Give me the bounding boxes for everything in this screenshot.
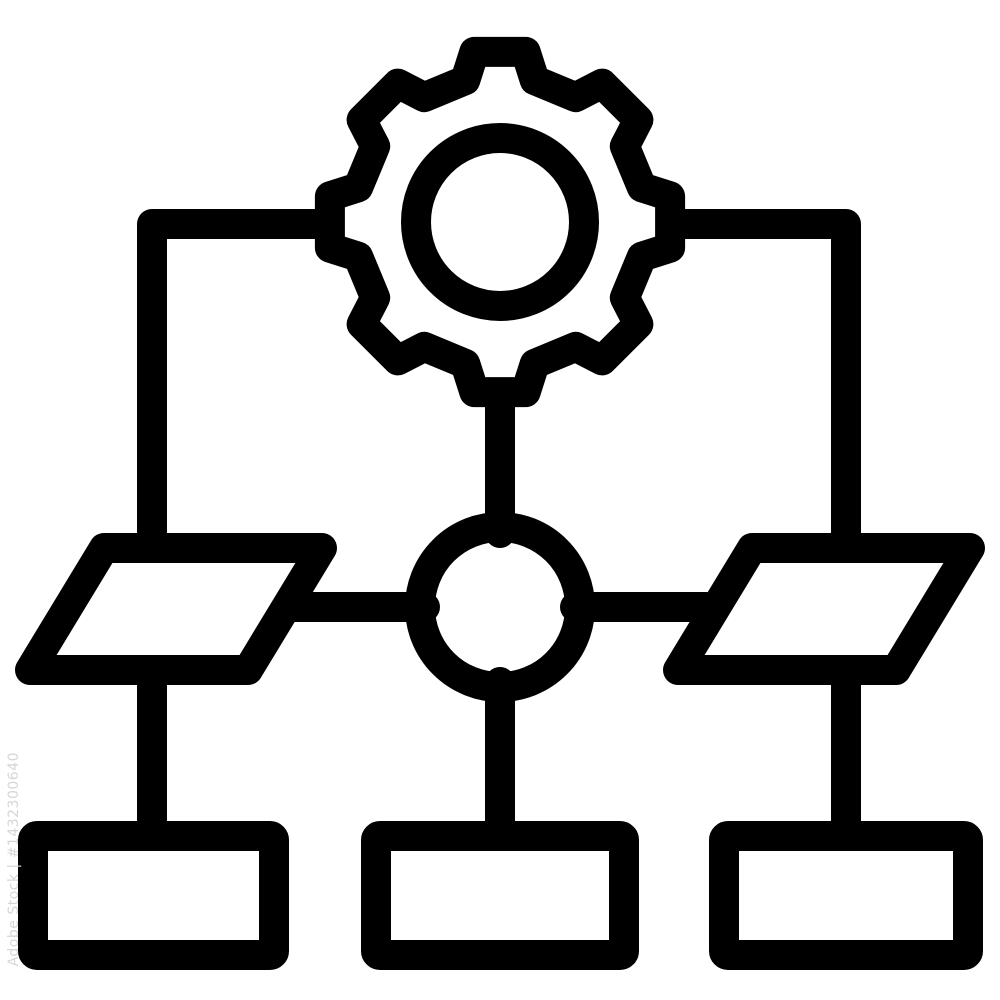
gear-inner-circle	[401, 123, 599, 321]
left-parallelogram	[15, 533, 337, 685]
left-output-box	[18, 821, 289, 970]
right-connector	[663, 209, 861, 560]
gear-icon	[314, 36, 686, 408]
hub-circle	[405, 512, 595, 702]
watermark-text: Adobe Stock | #1432300640	[6, 752, 22, 967]
right-parallelogram	[663, 533, 985, 685]
connector-lines	[137, 209, 861, 851]
right-output-box	[709, 821, 983, 970]
center-output-box	[361, 821, 639, 970]
gear-outline	[314, 36, 686, 408]
left-connector	[137, 209, 337, 560]
